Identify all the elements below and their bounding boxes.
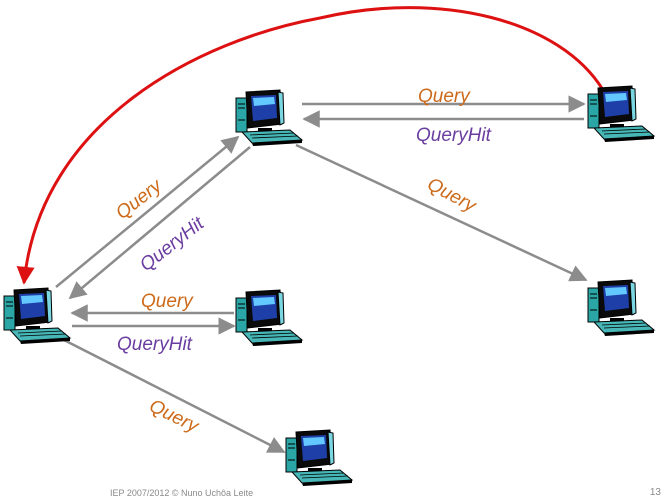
peer-mid-computer-icon bbox=[235, 289, 303, 347]
label-mid-query: Query bbox=[141, 291, 194, 312]
footer-text: IEP 2007/2012 © Nuno Uchôa Leite bbox=[110, 488, 254, 498]
page-number: 13 bbox=[649, 487, 661, 498]
label-diag-queryhit: QueryHit bbox=[136, 213, 209, 276]
label-bottom-query: Query bbox=[146, 396, 203, 438]
arrow-bottom-query bbox=[63, 338, 286, 454]
peer-bottom-computer-icon bbox=[285, 429, 353, 487]
peer-left-computer-icon bbox=[3, 287, 71, 345]
arrow-right-query bbox=[295, 143, 588, 282]
label-top-queryhit: QueryHit bbox=[416, 125, 492, 146]
peer-top-computer-icon bbox=[235, 89, 303, 147]
label-right-query: Query bbox=[424, 174, 481, 218]
label-top-query: Query bbox=[418, 86, 471, 107]
arrow-diag-query bbox=[55, 135, 240, 288]
backtrack-curve bbox=[16, 6, 605, 285]
peer-topright-computer-icon bbox=[587, 85, 655, 143]
peer-right-computer-icon bbox=[587, 279, 655, 337]
arrow-diag-queryhit bbox=[68, 146, 251, 300]
label-mid-queryhit: QueryHit bbox=[117, 334, 193, 355]
